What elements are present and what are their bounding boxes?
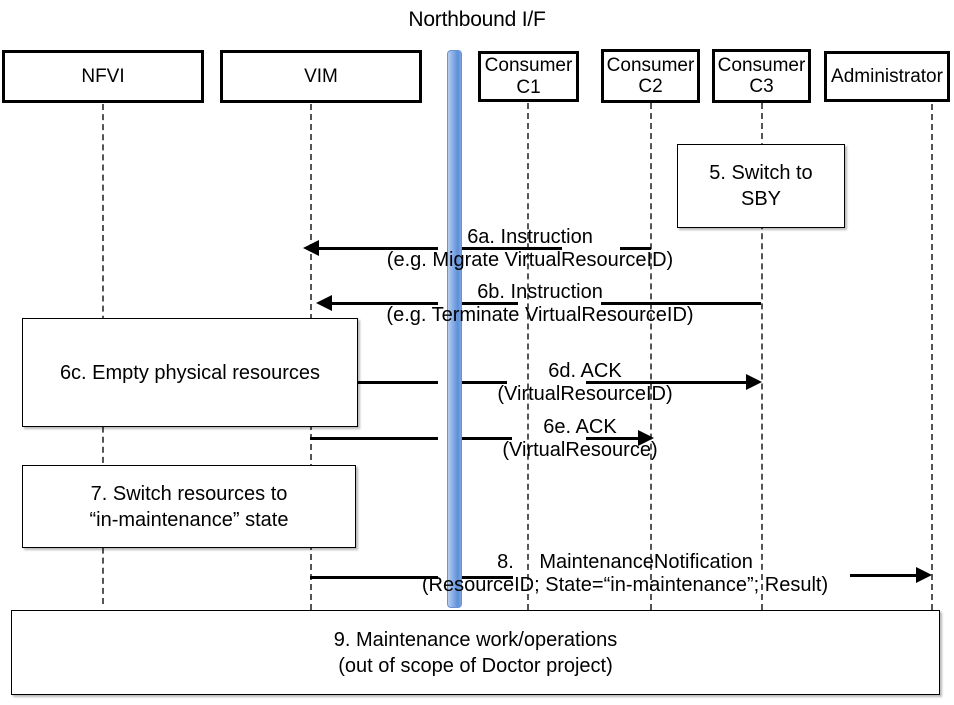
message-label-6e: 6e. ACK (VirtualResource) — [430, 416, 730, 462]
message-label-6b-line1: 6b. Instruction — [477, 281, 603, 303]
note-line-2: (out of scope of Doctor project) — [338, 654, 613, 677]
northbound-interface-bar — [447, 50, 462, 608]
actor-label-administrator: Administrator — [831, 65, 943, 87]
actor-sublabel-consumer-c2: C2 — [638, 76, 663, 97]
note-box-empty-physical-resources[interactable]: 6c. Empty physical resources — [22, 318, 358, 427]
note-line-1: 7. Switch resources to — [90, 482, 288, 505]
actor-sublabel-consumer-c1: C1 — [516, 76, 541, 98]
message-label-6d-line1: 6d. ACK — [548, 360, 622, 382]
message-line-6d-right — [586, 381, 746, 384]
message-line-6a-mid — [462, 247, 562, 250]
note-line-1: 5. Switch to — [709, 162, 813, 184]
message-label-6b-line2: (e.g. Terminate VirtualResourceID) — [386, 304, 694, 326]
actor-label-consumer-c3: Consumer — [717, 54, 806, 76]
message-line-8-left — [310, 576, 438, 579]
actor-sublabel-consumer-c3: C3 — [749, 76, 774, 97]
arrowhead-8 — [916, 567, 932, 583]
note-line-1: 9. Maintenance work/operations — [333, 628, 618, 651]
message-line-6d-mid — [462, 381, 507, 384]
message-line-6a-right — [620, 247, 651, 250]
actor-box-consumer-c1[interactable]: Consumer C1 — [478, 51, 579, 102]
message-label-6a: 6a. Instruction (e.g. Migrate VirtualRes… — [365, 226, 695, 272]
actor-label-nfvi: NFVI — [81, 65, 125, 87]
message-label-6e-line2: (VirtualResource) — [502, 439, 658, 461]
arrowhead-6d — [746, 374, 762, 390]
actor-box-consumer-c3[interactable]: Consumer C3 — [712, 49, 811, 103]
note-line-2: “in-maintenance” state — [89, 508, 289, 531]
actor-label-vim: VIM — [304, 65, 338, 87]
lifeline-consumer-c3 — [761, 103, 763, 610]
lifeline-consumer-c2 — [650, 103, 652, 610]
message-line-8-mid — [462, 576, 513, 579]
note-box-switch-resources-in-maintenance[interactable]: 7. Switch resources to “in-maintenance” … — [22, 465, 356, 548]
arrowhead-6e — [638, 430, 654, 446]
message-label-6d: 6d. ACK (VirtualResourceID) — [430, 360, 740, 406]
message-label-6d-line2: (VirtualResourceID) — [497, 383, 673, 405]
note-line-2: SBY — [740, 188, 782, 210]
message-label-6b: 6b. Instruction (e.g. Terminate VirtualR… — [365, 281, 715, 327]
lifeline-consumer-c1 — [527, 103, 529, 610]
message-line-6e-right — [586, 437, 638, 440]
note-box-switch-to-sby[interactable]: 5. Switch to SBY — [677, 144, 845, 228]
actor-box-nfvi[interactable]: NFVI — [2, 50, 204, 103]
actor-label-consumer-c1: Consumer — [484, 55, 573, 77]
message-label-8: 8. MaintenanceNotification (ResourceID; … — [375, 551, 875, 597]
message-line-6b-left — [331, 302, 438, 305]
message-label-8-line2: (ResourceID; State=“in-maintenance”; Res… — [421, 574, 829, 596]
message-label-6a-line2: (e.g. Migrate VirtualResourceID) — [386, 249, 674, 271]
actor-box-vim[interactable]: VIM — [220, 50, 422, 103]
message-line-6a-left — [318, 247, 438, 250]
arrowhead-6b — [316, 295, 332, 311]
message-line-6e-mid — [462, 437, 512, 440]
message-line-6b-right — [601, 302, 761, 305]
message-line-6e-left — [310, 437, 438, 440]
note-box-maintenance-work[interactable]: 9. Maintenance work/operations (out of s… — [11, 610, 940, 695]
arrowhead-6a — [303, 240, 319, 256]
message-label-8-line1: 8. MaintenanceNotification — [497, 551, 753, 573]
message-line-8-right — [850, 574, 916, 577]
note-line-1: 6c. Empty physical resources — [59, 361, 321, 384]
actor-label-consumer-c2: Consumer — [606, 54, 695, 76]
message-label-6a-line1: 6a. Instruction — [467, 226, 593, 248]
message-label-6e-line1: 6e. ACK — [543, 416, 617, 438]
actor-box-consumer-c2[interactable]: Consumer C2 — [601, 49, 700, 103]
message-line-6d-left — [358, 381, 438, 384]
northbound-interface-title: Northbound I/F — [408, 8, 546, 31]
message-line-6b-mid — [462, 302, 518, 305]
lifeline-administrator — [931, 104, 933, 610]
actor-box-administrator[interactable]: Administrator — [824, 51, 950, 102]
